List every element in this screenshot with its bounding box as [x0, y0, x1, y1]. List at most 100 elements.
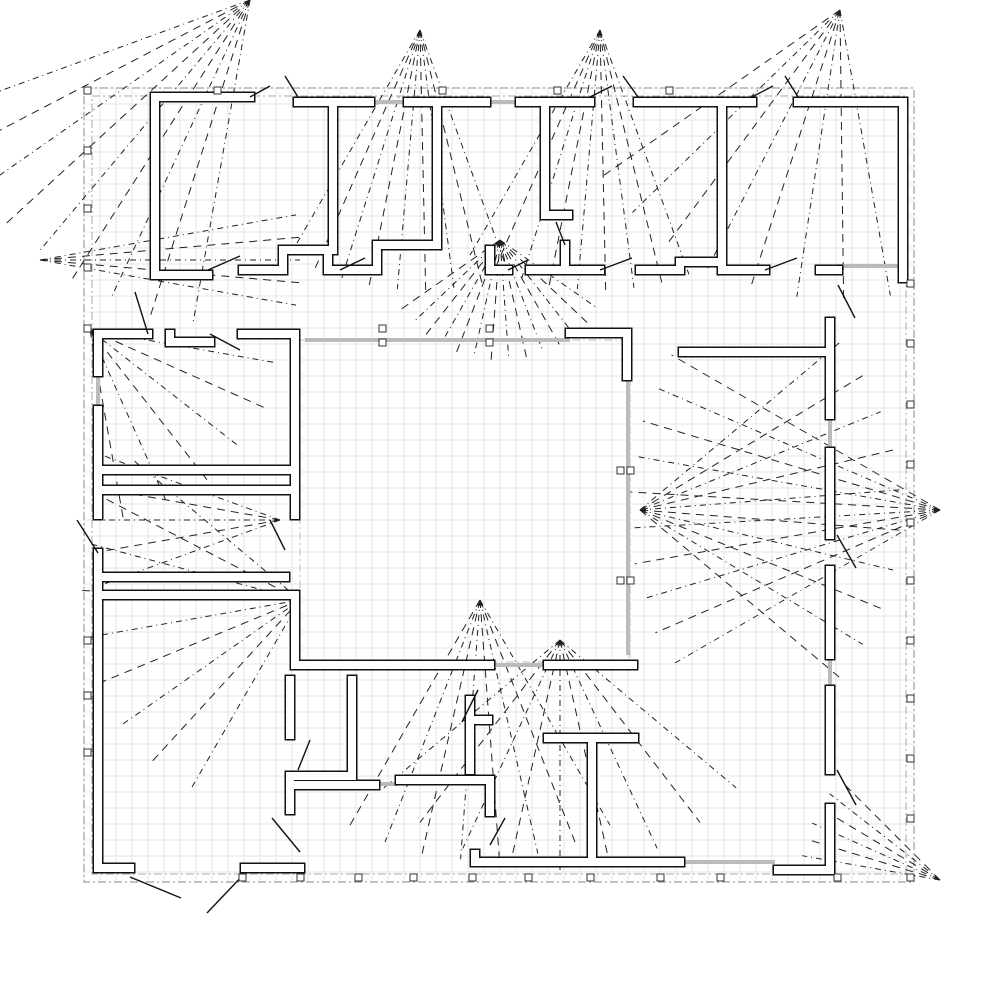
column-marker	[83, 146, 92, 155]
site-boundary	[83, 87, 915, 883]
door-swing	[836, 769, 857, 806]
column-marker	[616, 466, 625, 475]
ray	[37, 0, 251, 254]
column-marker	[378, 324, 387, 333]
door-swing	[129, 876, 182, 899]
ray	[401, 239, 501, 310]
wall-fill	[94, 93, 907, 874]
door-swing	[207, 255, 241, 271]
column-marker	[906, 339, 915, 348]
ray	[559, 639, 611, 865]
ray	[667, 9, 841, 244]
column-marker	[626, 466, 635, 475]
door-swing	[297, 739, 311, 771]
wall-fill	[471, 850, 684, 866]
ray	[421, 599, 481, 854]
column-markers	[83, 86, 915, 882]
door-swing	[284, 75, 299, 98]
ray	[639, 509, 881, 609]
ray	[559, 639, 701, 823]
wall-fill	[166, 330, 299, 519]
column-marker	[83, 636, 92, 645]
ray	[559, 639, 658, 849]
ray	[396, 29, 421, 290]
wall-fill	[634, 98, 756, 274]
column-marker	[906, 518, 915, 527]
door-swing	[461, 689, 479, 723]
column-marker	[485, 324, 494, 333]
inner-guide-boundary	[91, 95, 907, 875]
ray	[151, 599, 301, 763]
ray	[479, 599, 576, 843]
door-swing	[589, 85, 613, 98]
wall-fill	[526, 241, 604, 274]
wall	[792, 96, 909, 284]
ray	[707, 9, 841, 269]
column-marker	[906, 814, 915, 823]
wall-fill	[99, 466, 294, 494]
ray	[110, 0, 251, 300]
door-swing	[271, 817, 301, 853]
door-swing	[76, 519, 99, 554]
ray	[576, 29, 601, 290]
ray	[548, 29, 601, 286]
wall-fill	[94, 549, 304, 872]
ray	[384, 599, 481, 843]
ray	[671, 354, 941, 511]
ray	[419, 29, 427, 290]
wall-fill	[94, 330, 152, 519]
wall-fill	[774, 318, 834, 874]
ray	[671, 509, 941, 666]
ray	[639, 449, 894, 511]
door-swing	[837, 284, 856, 319]
ray	[819, 807, 941, 881]
ray	[419, 29, 510, 275]
column-marker	[716, 873, 725, 882]
door-swing	[784, 75, 799, 98]
wall-fill	[324, 246, 364, 274]
ray	[473, 239, 501, 358]
ray	[0, 0, 251, 131]
column-marker	[83, 324, 92, 333]
column-marker	[906, 460, 915, 469]
ray	[462, 639, 561, 849]
column-marker	[906, 279, 915, 288]
ray	[39, 236, 300, 261]
ray	[602, 9, 841, 177]
ray	[802, 855, 941, 881]
ray	[469, 29, 601, 256]
ray	[349, 599, 481, 826]
wall-fill	[718, 258, 769, 274]
ray	[639, 342, 840, 511]
ray	[796, 9, 841, 297]
ray	[639, 509, 894, 571]
wall-fill	[794, 98, 907, 282]
ray	[96, 599, 301, 685]
wall-fill	[364, 98, 490, 274]
ray	[639, 489, 900, 511]
door-swing	[209, 333, 241, 351]
ray	[499, 239, 544, 353]
ray	[189, 599, 301, 791]
column-marker	[616, 576, 625, 585]
ray	[599, 29, 607, 290]
wall-fill	[466, 696, 492, 774]
column-marker	[468, 873, 477, 882]
door-swing	[134, 291, 149, 335]
wall	[632, 96, 758, 276]
column-marker	[626, 576, 635, 585]
ray	[499, 239, 588, 323]
door-swing	[764, 257, 798, 271]
ray	[509, 639, 561, 865]
door-swing	[555, 221, 566, 246]
ray	[634, 455, 941, 511]
wall	[564, 327, 633, 382]
windows	[96, 100, 900, 864]
column-marker	[906, 694, 915, 703]
column-marker	[409, 873, 418, 882]
ray	[599, 29, 690, 275]
wall-fill	[151, 93, 254, 279]
column-marker	[906, 636, 915, 645]
column-marker	[524, 873, 533, 882]
column-marker	[485, 338, 494, 347]
